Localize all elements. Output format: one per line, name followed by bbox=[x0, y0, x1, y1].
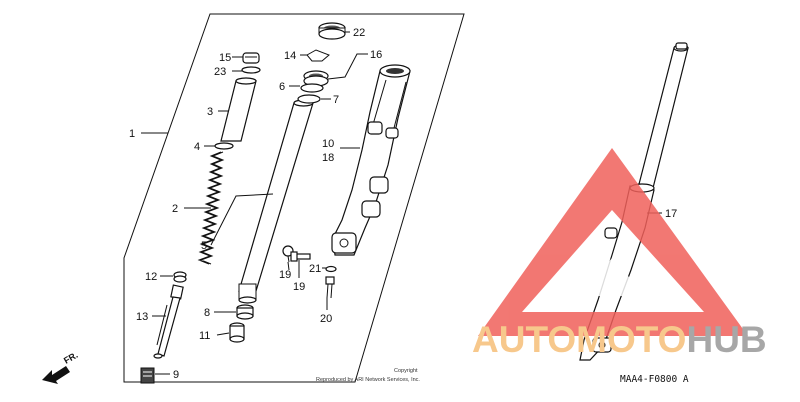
fork-pipe-5 bbox=[238, 99, 314, 304]
callout-12: 12 bbox=[145, 271, 157, 283]
callout-7: 7 bbox=[333, 94, 339, 106]
callout-19b: 19 bbox=[293, 281, 305, 293]
callout-17: 17 bbox=[665, 208, 677, 220]
spring-coil-shade bbox=[197, 151, 223, 265]
front-label: FR. bbox=[62, 350, 80, 366]
piston-ring-12 bbox=[173, 271, 187, 283]
seat-4 bbox=[214, 142, 234, 150]
fork-slider-10 bbox=[331, 64, 411, 256]
fork-pipe-bushing-8 bbox=[236, 304, 254, 320]
washer-21 bbox=[325, 265, 337, 273]
callout-21: 21 bbox=[309, 263, 321, 275]
callout-3: 3 bbox=[207, 106, 213, 118]
callout-4: 4 bbox=[194, 141, 200, 153]
fork-spring-2 bbox=[199, 151, 225, 265]
damper-rod-13 bbox=[153, 284, 184, 359]
callout-14: 14 bbox=[284, 50, 296, 62]
callout-20: 20 bbox=[320, 313, 332, 325]
leader-5 bbox=[210, 193, 274, 246]
callout-11: 11 bbox=[199, 330, 210, 342]
bolt-19b bbox=[290, 251, 311, 262]
watermark-triangle-icon bbox=[478, 148, 748, 336]
slider-bushing-11 bbox=[229, 322, 245, 343]
callout-8: 8 bbox=[204, 307, 210, 319]
o-ring-23 bbox=[241, 66, 261, 74]
callout-15: 15 bbox=[219, 52, 231, 64]
callout-23: 23 bbox=[214, 66, 226, 78]
watermark-text: AUTOMOTOHUB bbox=[472, 319, 767, 360]
callout-9: 9 bbox=[173, 369, 179, 381]
watermark-text-secondary: HUB bbox=[686, 319, 766, 360]
oil-lock-piece-9 bbox=[140, 367, 155, 384]
washer-6 bbox=[300, 83, 324, 93]
callout-18: 18 bbox=[322, 152, 334, 164]
callout-13: 13 bbox=[136, 311, 148, 323]
front-direction-arrow: FR. bbox=[42, 350, 80, 384]
copyright-title: Copyright bbox=[394, 368, 418, 374]
callout-10: 10 bbox=[322, 138, 334, 150]
callout-2: 2 bbox=[172, 203, 178, 215]
back-up-ring-7 bbox=[297, 94, 321, 104]
socket-bolt-20 bbox=[325, 276, 335, 299]
stopper-ring-14 bbox=[306, 49, 330, 62]
diagram-code: MAA4-F0800 A bbox=[620, 374, 689, 385]
callout-1: 1 bbox=[129, 128, 135, 140]
leader-19a bbox=[287, 261, 290, 271]
callout-16: 16 bbox=[370, 49, 382, 61]
fork-cap-15 bbox=[242, 52, 260, 64]
spacer-3 bbox=[220, 77, 257, 142]
leader-11 bbox=[216, 332, 230, 336]
watermark-inner-icon bbox=[578, 258, 646, 296]
callout-5: 5 bbox=[201, 240, 207, 252]
callout-22: 22 bbox=[353, 27, 365, 39]
callout-19a: 19 bbox=[279, 269, 291, 281]
copyright-notice: Reproduced by ARI Network Services, Inc. bbox=[316, 377, 420, 383]
leader-16 bbox=[327, 53, 368, 80]
watermark-logo bbox=[478, 148, 748, 336]
watermark-text-primary: AUTOMOTO bbox=[472, 319, 686, 360]
group-frame bbox=[123, 13, 465, 383]
callout-6: 6 bbox=[279, 81, 285, 93]
dust-seal-22 bbox=[318, 22, 346, 40]
